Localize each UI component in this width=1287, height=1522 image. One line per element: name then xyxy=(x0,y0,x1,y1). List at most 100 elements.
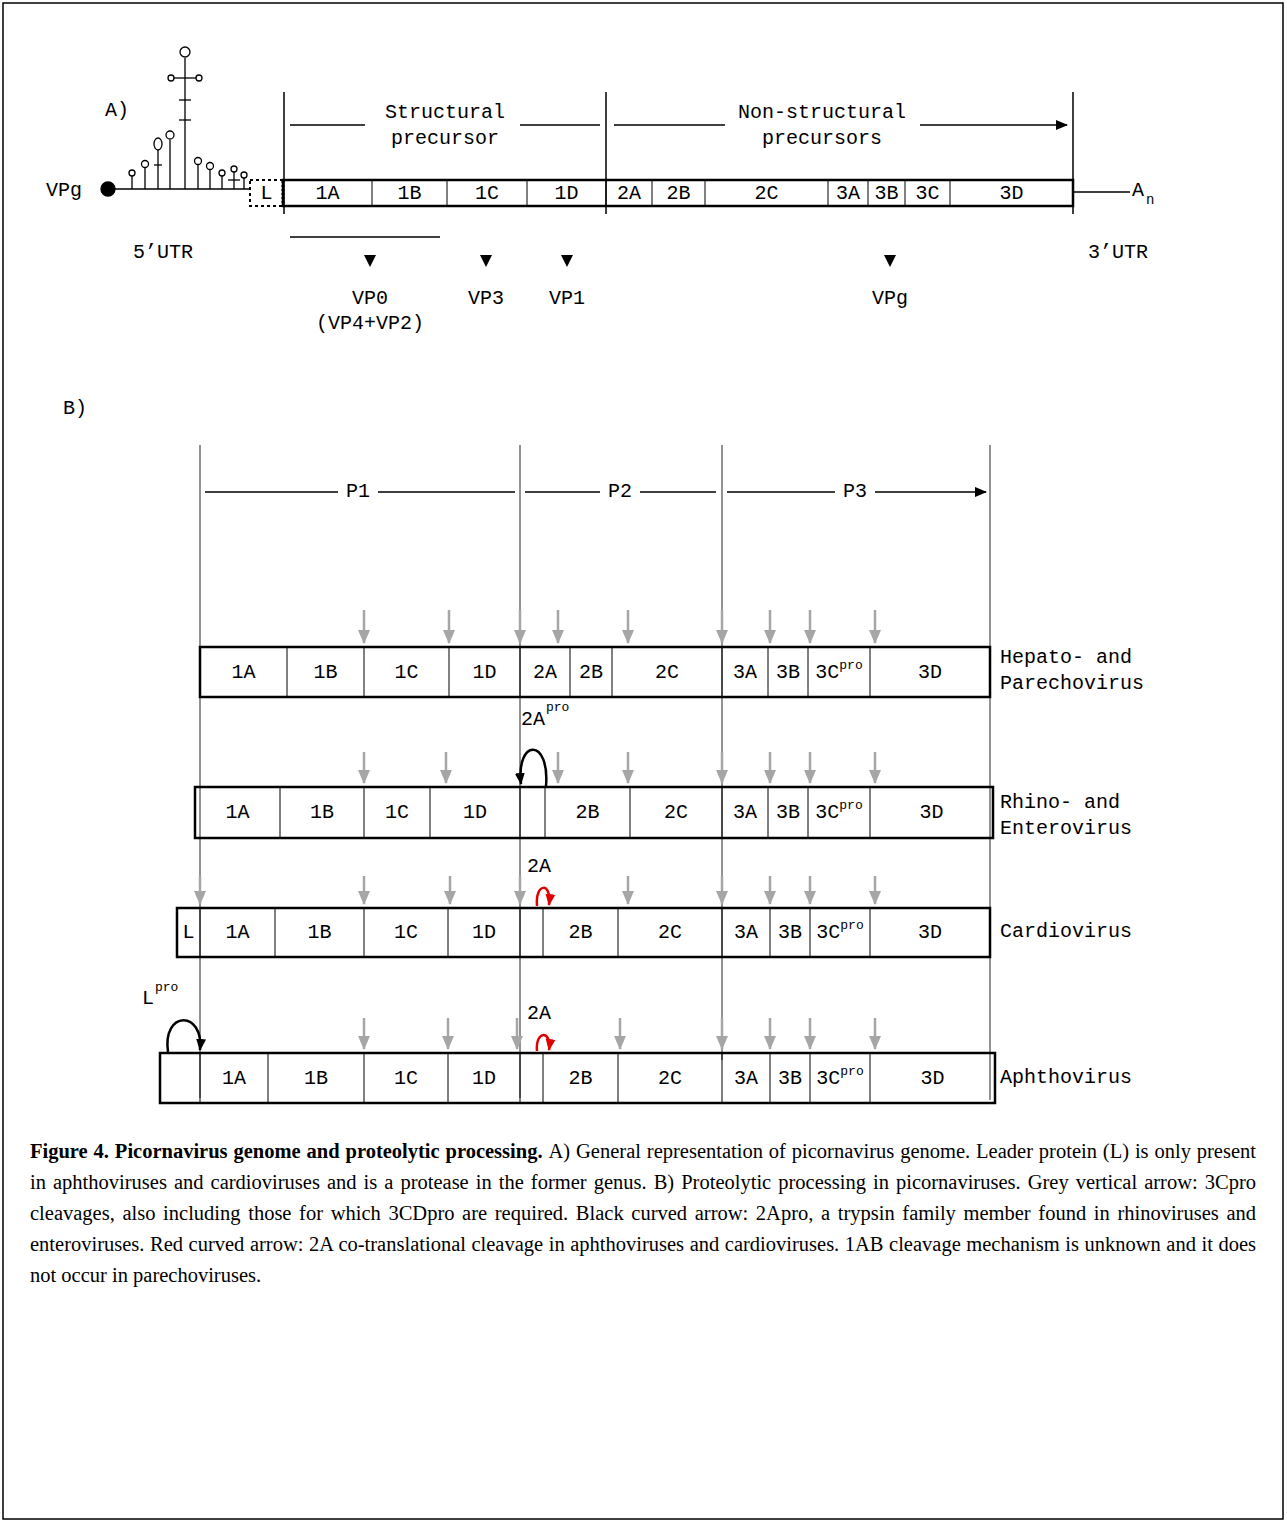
genome-segment: 1B xyxy=(268,1053,364,1103)
genome-segment: 3B xyxy=(768,787,808,838)
genome-segment: 1B xyxy=(372,180,447,206)
genome-segment: 2B xyxy=(545,787,630,838)
segment-name: 1C xyxy=(385,801,409,824)
genome-segment: 1A xyxy=(200,1053,268,1103)
rna-structure xyxy=(219,170,225,176)
label: 2A xyxy=(527,1001,551,1027)
segment-name: 2B xyxy=(568,1067,592,1090)
genome-segment: L xyxy=(177,908,200,957)
genome-segment: 2A xyxy=(520,647,570,697)
3c-cleavage-arrows xyxy=(557,752,560,783)
segment-name: 1C xyxy=(394,661,418,684)
3c-cleavage-arrows xyxy=(363,752,366,783)
3c-cleavage-arrows xyxy=(809,1018,812,1049)
rna-structure xyxy=(179,99,191,100)
rna-structure xyxy=(168,75,174,81)
segment-name: L xyxy=(260,182,272,205)
segment-name: 1B xyxy=(310,801,334,824)
3c-cleavage-arrows xyxy=(769,876,772,904)
rna-structure xyxy=(108,188,250,189)
segment-name: 2A xyxy=(617,182,641,205)
genome-segment: 2C xyxy=(612,647,722,697)
segment-name: 2B xyxy=(568,921,592,944)
panel-b-guides xyxy=(205,491,986,492)
rna-structure xyxy=(195,158,202,165)
genome-segment: 3B xyxy=(768,647,808,697)
segment-name: 1D xyxy=(472,661,496,684)
label: VP1 xyxy=(549,286,585,312)
genome-segment: 3B xyxy=(770,908,810,957)
3c-cleavage-arrows xyxy=(874,876,877,904)
segment-name: 1C xyxy=(475,182,499,205)
figure-frame xyxy=(3,3,1283,1519)
segment-name: 2B xyxy=(666,182,690,205)
figure-title: Figure 4. Picornavirus genome and proteo… xyxy=(30,1140,543,1162)
rna-structure xyxy=(129,170,135,176)
label: VP0 xyxy=(352,286,388,312)
label: n xyxy=(1146,192,1154,208)
panel-a-genome xyxy=(284,92,1073,214)
segment-name: 3C xyxy=(816,921,840,944)
protease-curved-arrows xyxy=(167,750,549,1052)
rna-structure xyxy=(154,138,162,150)
genome-segment: 1C xyxy=(364,1053,448,1103)
label: Hepato- and Parechovirus xyxy=(1000,645,1180,697)
label: Aphthovirus xyxy=(1000,1065,1180,1091)
3c-cleavage-arrows xyxy=(449,876,452,904)
genome-segment: 2C xyxy=(618,908,722,957)
3c-cleavage-arrows xyxy=(519,610,522,643)
genome-segment: 1A xyxy=(200,908,275,957)
segment-name: 1A xyxy=(315,182,339,205)
segment-name: 2C xyxy=(754,182,778,205)
segment-name: 1C xyxy=(394,921,418,944)
rna-structure xyxy=(144,168,145,189)
genome-segment: 1D xyxy=(527,180,606,206)
label: 2A xyxy=(521,707,545,733)
label: VP3 xyxy=(468,286,504,312)
rna-structure xyxy=(169,140,170,189)
genome-segment: 1B xyxy=(280,787,364,838)
genome-segment: 3C xyxy=(905,180,950,206)
genome-segment: 1B xyxy=(287,647,364,697)
segment-name: 3B xyxy=(778,1067,802,1090)
3c-cleavage-arrows xyxy=(809,876,812,904)
polyprotein-bars xyxy=(160,1053,995,1103)
segment-name: 2B xyxy=(575,801,599,824)
label: L xyxy=(142,986,154,1012)
genome-segment: 3D xyxy=(870,787,993,838)
3c-cleavage-arrows xyxy=(721,610,724,643)
segment-name: 3B xyxy=(778,921,802,944)
genome-segment: 3Cpro xyxy=(808,647,870,697)
genome-segment: 3A xyxy=(828,180,868,206)
polyprotein-bars xyxy=(195,787,993,838)
3c-cleavage-arrows xyxy=(627,610,630,643)
label: 5’UTR xyxy=(133,240,193,266)
label: 3’UTR xyxy=(1088,240,1148,266)
panel-a-genome xyxy=(561,255,573,267)
segment-name: 3D xyxy=(999,182,1023,205)
panel-a-genome xyxy=(290,236,440,237)
rna-structure xyxy=(231,166,237,172)
label: 2A xyxy=(527,854,551,880)
panel-a-genome xyxy=(250,92,1130,267)
panel-a-genome xyxy=(480,255,492,267)
label: B) xyxy=(63,396,87,422)
label: Non-structural precursors xyxy=(734,100,910,152)
genome-segment: 2C xyxy=(705,180,828,206)
polyprotein-bars xyxy=(200,1053,870,1103)
segment-name: 1D xyxy=(554,182,578,205)
genome-segment: 3D xyxy=(950,180,1073,206)
3c-cleavage-arrows xyxy=(199,876,202,904)
genome-segment: 3A xyxy=(722,787,768,838)
3c-cleavage-arrows xyxy=(769,610,772,643)
label: VPg xyxy=(872,286,908,312)
3c-cleavage-arrows xyxy=(874,1018,877,1049)
segment-name: 3A xyxy=(734,921,758,944)
segment-name: 1A xyxy=(225,921,249,944)
genome-segment: 1D xyxy=(448,908,520,957)
panel-a-genome xyxy=(364,255,896,267)
genome-segment: 2C xyxy=(618,1053,722,1103)
genome-segment: L xyxy=(250,180,283,206)
label: pro xyxy=(546,700,569,716)
